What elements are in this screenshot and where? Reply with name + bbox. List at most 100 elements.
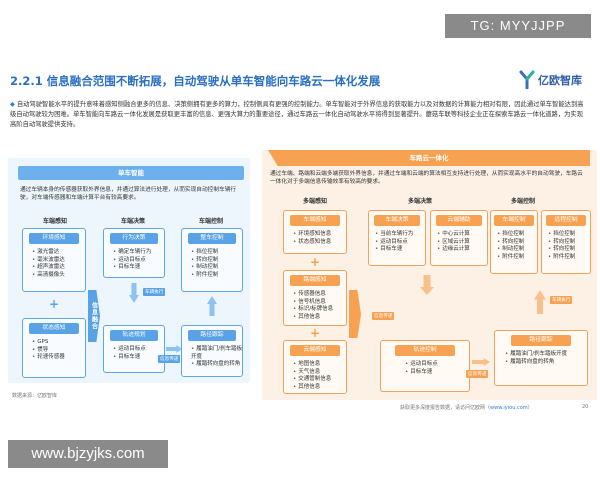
page-footer: 获取更多深度报告数据，请访问亿欧网（www.iyiou.com） — [400, 404, 533, 411]
list-item: 目标车速 — [405, 369, 438, 377]
behavior-decide-card: 行为决策 确定车辆行为 运动目标点 目标车速 — [103, 228, 165, 278]
list-item: 挡位控制 — [548, 231, 575, 239]
vehicle-control-label: 整车控制 — [188, 233, 236, 244]
road-sense-card: 路端感知 传感器信息 信号机信息 标识/标牌信息 其他信息 — [283, 270, 347, 326]
vehicle-end-control-label: 车端控制 — [494, 215, 534, 226]
down-arrow-icon — [420, 275, 434, 295]
list-item: 边缘云计算 — [437, 246, 470, 254]
vehicle-decide-list: 当前车辆行为 运动目标点 目标车速 — [375, 231, 413, 254]
vehicle-control-list: 挡位控制 转向控制 制动控制 附件控制 — [191, 249, 218, 279]
cloud-assist-card: 云端辅助 中心云计算 区域云计算 边缘云计算 — [430, 210, 488, 266]
list-item: 挡位控制 — [497, 231, 524, 239]
list-item: 天气信息 — [293, 369, 331, 377]
cloud-sense-label: 云端感知 — [290, 345, 340, 356]
state-sense-label: 状态感知 — [29, 323, 79, 334]
list-item: 信号机信息 — [293, 299, 333, 307]
list-item: 确定车辆行为 — [113, 249, 151, 257]
page-number: 20 — [582, 404, 589, 410]
state-sense-card: 状态感知 GPS 惯导 轮速传感器 — [22, 318, 86, 378]
fusion-arrow: 信息融合 — [88, 290, 100, 342]
footer-text: 获取更多深度报告数据，请访问亿欧网（ — [400, 405, 491, 411]
multi-sense-title: 多端感知 — [302, 198, 327, 205]
state-sense-list: GPS 惯导 轮速传感器 — [32, 339, 65, 362]
list-item: 超声波雷达 — [32, 264, 65, 272]
remote-control-label: 远程控制 — [546, 215, 586, 226]
up-arrow-icon — [207, 296, 217, 316]
behavior-decide-label: 行为决策 — [110, 233, 158, 244]
path-track-label: 路径跟踪 — [511, 335, 571, 346]
env-sense-list: 激光雷达 毫米波雷达 超声波雷达 高清摄像头 — [32, 249, 65, 279]
trajectory-control-label: 轨迹控制 — [395, 345, 455, 356]
list-item: 状态感知信息 — [293, 239, 331, 247]
path-track-label: 路径跟踪 — [188, 330, 236, 341]
vehicle-end-control-list: 挡位控制 转向控制 制动控制 附件控制 — [497, 231, 524, 261]
info-transfer-tag: 信息传递 — [158, 355, 181, 363]
trajectory-plan-list: 运动目标点 目标车速 — [113, 346, 146, 361]
vehicle-sense-label: 车端感知 — [290, 215, 340, 226]
vehicle-end-control-card: 车端控制 挡位控制 转向控制 制动控制 附件控制 — [490, 210, 538, 274]
list-item: 履踏油门/刹车踏板开度 — [191, 346, 243, 361]
vehicle-road-cloud-desc: 通过车端、路端和云端多端获取外界信息，并通过车端和云端的算法相互支持进行处理，从… — [270, 171, 583, 185]
list-item: 环境感知信息 — [293, 231, 331, 239]
list-item: 履踏转向盘的转角 — [505, 359, 567, 367]
list-item: 其他信息 — [293, 314, 333, 322]
path-track-card: 路径跟踪 履踏油门/刹车踏板开度 履踏转向盘的转角 — [181, 325, 243, 377]
behavior-decide-list: 确定车辆行为 运动目标点 目标车速 — [113, 249, 151, 272]
vehicle-control-title: 车端控制 — [198, 218, 223, 225]
list-item: 履踏转向盘的转角 — [191, 361, 243, 369]
vehicle-sense-title: 车端感知 — [42, 218, 67, 225]
single-vehicle-desc: 通过车辆本身的传感器获取外界信息，并通过算法进行处理，从而实现自动控制车辆行驶，… — [20, 187, 237, 201]
fusion-arrow — [349, 290, 361, 338]
path-track-list: 履踏油门/刹车踏板开度 履踏转向盘的转角 — [191, 346, 243, 369]
footer-link[interactable]: www.iyiou.com — [490, 405, 528, 411]
list-item: 地图信息 — [293, 361, 331, 369]
cloud-sense-list: 地图信息 天气信息 交通管制信息 其他信息 — [293, 361, 331, 391]
vehicle-sense-list: 环境感知信息 状态感知信息 — [293, 231, 331, 246]
plus-icon: + — [310, 255, 321, 269]
vehicle-decide-label: 车端决策 — [374, 215, 420, 226]
multi-control-title: 多端控制 — [510, 198, 535, 205]
env-sense-card: 环境感知 激光雷达 毫米波雷达 超声波雷达 高清摄像头 — [22, 228, 86, 292]
trajectory-control-card: 轨迹控制 运动目标点 目标车速 — [380, 340, 470, 392]
list-item: 转向控制 — [497, 239, 524, 247]
list-item: 激光雷达 — [32, 249, 65, 257]
list-item: 高清摄像头 — [32, 272, 65, 280]
list-item: 挡位控制 — [191, 249, 218, 257]
vehicle-control-card: 整车控制 挡位控制 转向控制 制动控制 附件控制 — [181, 228, 243, 292]
right-arrow-icon — [472, 358, 490, 366]
list-item: 履踏油门/刹车踏板开度 — [505, 351, 567, 359]
trajectory-plan-label: 轨迹规划 — [110, 330, 158, 341]
brand-logo: 亿欧智库 — [518, 70, 582, 90]
list-item: 轮速传感器 — [32, 354, 65, 362]
cloud-sense-card: 云端感知 地图信息 天气信息 交通管制信息 其他信息 — [283, 340, 347, 394]
vehicle-exec-tag: 车辆执行 — [550, 296, 573, 304]
path-track-list: 履踏油门/刹车踏板开度 履踏转向盘的转角 — [505, 351, 567, 366]
bottom-watermark: www.bjzyjks.com — [8, 440, 168, 468]
vehicle-sense-card: 车端感知 环境感知信息 状态感知信息 — [283, 210, 347, 254]
road-sense-list: 传感器信息 信号机信息 标识/标牌信息 其他信息 — [293, 291, 333, 321]
multi-decide-title: 多端决策 — [407, 198, 432, 205]
list-item: 附件控制 — [548, 254, 575, 262]
list-item: 附件控制 — [191, 272, 218, 280]
list-item: 交通管制信息 — [293, 376, 331, 384]
vehicle-decide-title: 车端决策 — [120, 218, 145, 225]
footer-close: ） — [527, 405, 533, 411]
info-transfer-tag-1: 信息传递 — [372, 312, 395, 320]
top-watermark: TG: MYYJJPP — [445, 14, 591, 38]
list-item: 运动目标点 — [113, 346, 146, 354]
list-item: 中心云计算 — [437, 231, 470, 239]
list-item: 运动目标点 — [113, 257, 151, 265]
intro-paragraph: ◆自动驾驶智能水平的提升意味着感知侧融合更多的信息、决策侧拥有更多的算力，控制侧… — [10, 100, 585, 130]
list-item: GPS — [32, 339, 65, 347]
section-title: 2.2.1 信息融合范围不断拓展，自动驾驶从单车智能向车路云一体化发展 — [10, 74, 381, 88]
list-item: 惯导 — [32, 347, 65, 355]
list-item: 运动目标点 — [375, 239, 413, 247]
list-item: 传感器信息 — [293, 291, 333, 299]
cloud-assist-list: 中心云计算 区域云计算 边缘云计算 — [437, 231, 470, 254]
right-arrow-icon — [166, 345, 182, 353]
logo-icon — [518, 70, 535, 90]
list-item: 当前车辆行为 — [375, 231, 413, 239]
list-item: 运动目标点 — [405, 361, 438, 369]
single-vehicle-header: 单车智能 — [18, 166, 244, 180]
trajectory-control-list: 运动目标点 目标车速 — [405, 361, 438, 376]
